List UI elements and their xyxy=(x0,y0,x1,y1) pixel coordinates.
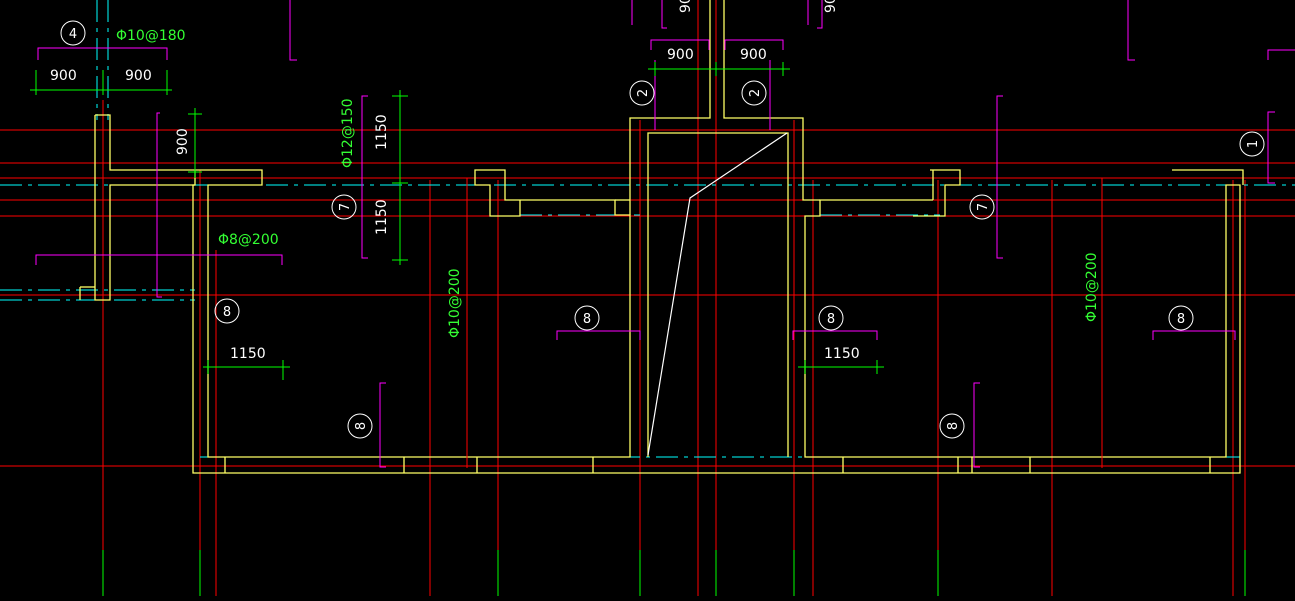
dim-1150-vert-a: 1150 xyxy=(374,114,390,150)
wall-outlines xyxy=(79,0,1244,474)
dimension-lines xyxy=(30,62,884,380)
marker-8-b: 8 xyxy=(583,312,591,327)
marker-1: 1 xyxy=(1246,140,1261,148)
rebar-label-vertical-right: Φ10@200 xyxy=(1084,252,1100,322)
dim-1150-vert-b: 1150 xyxy=(374,199,390,235)
bottom-green-lines xyxy=(102,550,1246,596)
dim-900-d: 900 xyxy=(740,47,767,63)
dim-900-c: 900 xyxy=(667,47,694,63)
rebar-label-vertical-left: Φ12@150 xyxy=(340,98,356,168)
marker-7-left: 7 xyxy=(338,203,353,211)
marker-2-right: 2 xyxy=(748,89,763,97)
marker-2-left: 2 xyxy=(636,89,651,97)
marker-8-a: 8 xyxy=(223,305,231,320)
rebar-label-top-left: Φ10@180 xyxy=(116,28,186,44)
rebar-label-vertical-mid: Φ10@200 xyxy=(447,268,463,338)
dim-900-top-b: 900 xyxy=(823,0,839,13)
marker-7-right: 7 xyxy=(976,203,991,211)
dim-900-vert: 900 xyxy=(175,128,191,155)
dim-900-a: 900 xyxy=(50,68,77,84)
circle-markers xyxy=(60,20,1265,439)
dim-1150-b: 1150 xyxy=(824,346,860,362)
marker-8-vert-b: 8 xyxy=(946,422,961,430)
marker-8-c: 8 xyxy=(827,312,835,327)
circle-marker-labels: 4 1 2 2 7 7 8 8 8 8 8 8 xyxy=(69,27,1261,430)
diagonal-symbol xyxy=(647,132,788,456)
rebar-texts: Φ10@180 Φ8@200 Φ12@150 Φ10@200 Φ10@200 xyxy=(116,28,1100,338)
dim-900-top-a: 900 xyxy=(678,0,694,13)
leader-lines xyxy=(35,0,1295,468)
dim-1150-a: 1150 xyxy=(230,346,266,362)
marker-8-vert-a: 8 xyxy=(354,422,369,430)
rebar-span-lines xyxy=(466,178,1103,468)
dimension-texts: 900 900 900 900 900 1150 1150 1150 1150 … xyxy=(50,0,860,362)
marker-8-d: 8 xyxy=(1177,312,1185,327)
dim-900-b: 900 xyxy=(125,68,152,84)
rebar-label-left-mid: Φ8@200 xyxy=(218,232,279,248)
marker-4: 4 xyxy=(69,27,77,42)
